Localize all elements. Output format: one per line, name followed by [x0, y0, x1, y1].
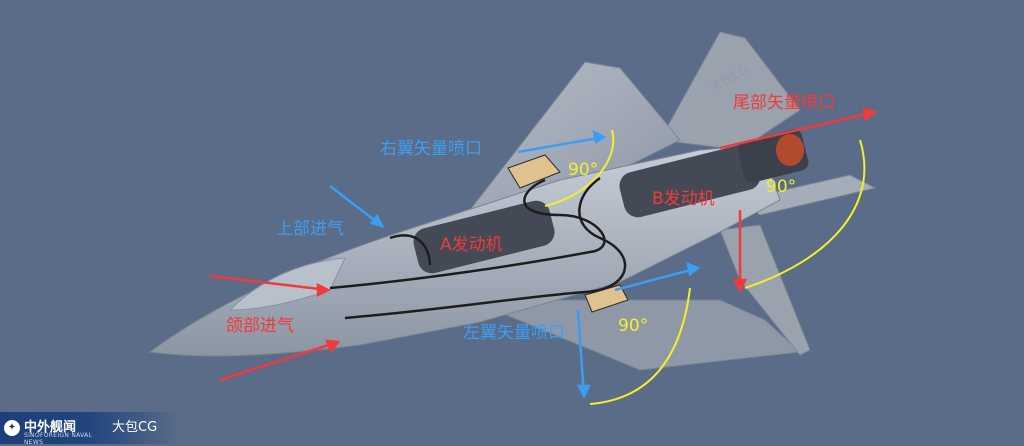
engine-b-shape: [619, 144, 761, 218]
tail-nozzle-glow: [776, 134, 804, 166]
tail-stabilizer: [719, 224, 811, 356]
footer-credit: 大包CG: [112, 420, 158, 435]
logo-icon: ✦: [4, 420, 20, 436]
label-engine-b: B发动机: [652, 189, 715, 209]
duct-line: [389, 234, 432, 266]
right-wing-nozzle-block: [507, 154, 561, 189]
red-arrows: [209, 107, 878, 382]
logo-text: 中外舰闻: [24, 420, 77, 435]
label-engine-a: A发动机: [440, 235, 503, 255]
label-angle-tail: 90°: [766, 177, 797, 197]
duct-line: [329, 178, 606, 290]
left-wing: [469, 299, 802, 371]
logo: ✦ 中外舰闻 SINOFOREIGN NAVAL NEWS: [2, 414, 102, 446]
engine-a-shape: [413, 200, 555, 274]
duct-line: [344, 176, 627, 320]
label-chin-intake: 颌部进气: [226, 316, 294, 336]
label-tail-nozzle: 尾部矢量喷口: [733, 93, 835, 113]
label-angle-left-wing: 90°: [618, 316, 649, 336]
logo-subtitle: SINOFOREIGN NAVAL NEWS: [24, 432, 93, 446]
yellow-arcs: [544, 129, 866, 405]
label-upper-intake: 上部进气: [276, 219, 344, 239]
label-angle-right-wing: 90°: [568, 160, 599, 180]
label-right-wing-nozzle: 右翼矢量喷口: [380, 139, 482, 159]
footer-bar: [0, 412, 1024, 444]
blue-arrows: [329, 129, 701, 399]
label-left-wing-nozzle: 左翼矢量喷口: [463, 323, 565, 343]
